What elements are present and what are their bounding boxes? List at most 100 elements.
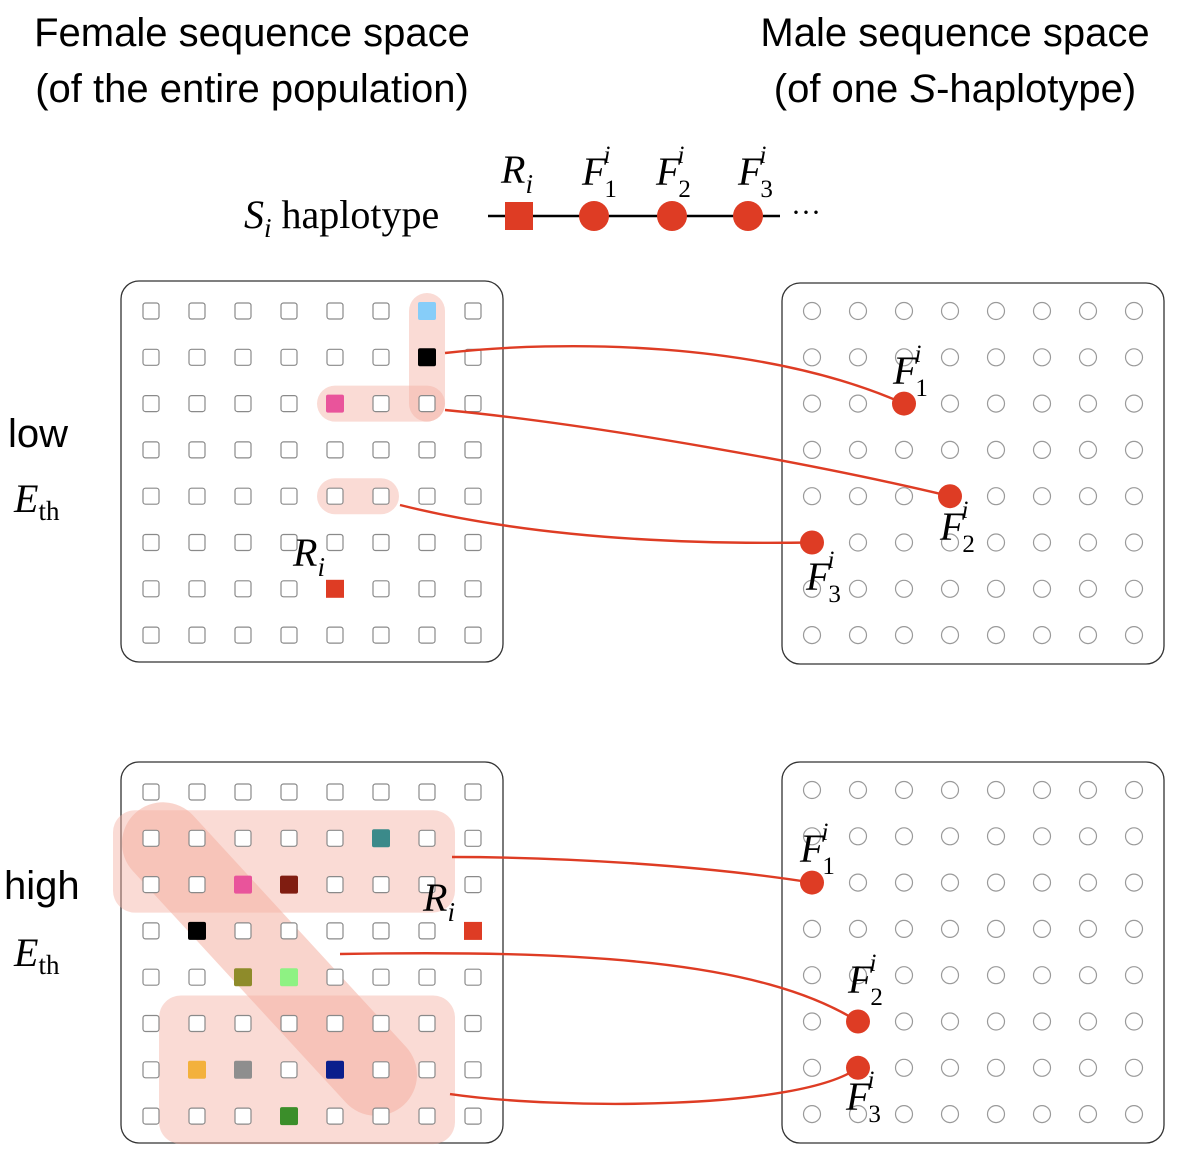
male-cell bbox=[1124, 301, 1144, 321]
title-left-line2: (of the entire population) bbox=[35, 67, 469, 111]
female-cell bbox=[142, 626, 160, 644]
factor-point-low-3 bbox=[800, 530, 824, 555]
female-cell bbox=[234, 580, 252, 598]
female-cell bbox=[326, 533, 344, 552]
female-cell bbox=[142, 875, 160, 894]
colored-sequence-cell bbox=[280, 875, 298, 894]
female-cell bbox=[372, 783, 390, 801]
male-cell bbox=[1032, 1012, 1052, 1031]
female-cell bbox=[464, 783, 482, 801]
male-cell bbox=[986, 1104, 1006, 1124]
male-cell bbox=[940, 1058, 960, 1077]
male-cell bbox=[1032, 394, 1052, 413]
sequence-highlight bbox=[317, 478, 399, 515]
colored-sequence-cell bbox=[418, 348, 436, 367]
male-cell bbox=[802, 625, 822, 645]
male-cell bbox=[1124, 440, 1144, 459]
female-cell bbox=[142, 783, 160, 801]
female-cell bbox=[464, 441, 482, 459]
female-cell bbox=[142, 441, 160, 459]
female-cell bbox=[142, 487, 160, 505]
male-cell bbox=[986, 1012, 1006, 1031]
female-cell bbox=[372, 302, 390, 320]
colored-sequence-cell bbox=[188, 921, 206, 940]
male-cell bbox=[1078, 348, 1098, 367]
male-cell bbox=[986, 394, 1006, 413]
female-cell bbox=[326, 1014, 344, 1033]
female-cell bbox=[280, 1061, 298, 1079]
factor-point-low-2 bbox=[938, 484, 962, 509]
female-cell bbox=[234, 533, 252, 552]
male-cell bbox=[1032, 348, 1052, 367]
male-cell bbox=[1078, 533, 1098, 552]
female-cell bbox=[372, 395, 390, 413]
female-cell bbox=[234, 395, 252, 413]
male-cell bbox=[1078, 827, 1098, 846]
male-cell bbox=[1032, 487, 1052, 506]
male-cell bbox=[1032, 440, 1052, 459]
female-cell bbox=[372, 441, 390, 459]
male-cell bbox=[848, 780, 868, 800]
female-cell bbox=[188, 1107, 206, 1125]
female-cell bbox=[418, 968, 436, 986]
male-cell bbox=[894, 873, 914, 892]
male-cell bbox=[848, 394, 868, 413]
row-label-low-eth: Eth bbox=[13, 476, 60, 526]
male-cell bbox=[894, 780, 914, 800]
female-cell bbox=[464, 626, 482, 644]
female-cell bbox=[418, 533, 436, 552]
female-panel-low bbox=[120, 280, 504, 663]
male-cell bbox=[802, 827, 822, 846]
connection-curve bbox=[399, 503, 813, 545]
female-cell bbox=[418, 441, 436, 459]
male-cell bbox=[894, 1012, 914, 1031]
male-cell bbox=[940, 625, 960, 645]
male-cell bbox=[1078, 301, 1098, 321]
male-cell bbox=[802, 579, 822, 598]
male-cell bbox=[1124, 873, 1144, 892]
colored-sequence-cell bbox=[280, 968, 298, 987]
male-cell bbox=[848, 966, 868, 985]
female-cell bbox=[188, 875, 206, 894]
female-cell bbox=[372, 968, 390, 986]
male-cell bbox=[802, 1104, 822, 1124]
male-cell bbox=[1032, 1104, 1052, 1124]
female-cell bbox=[280, 922, 298, 940]
male-cell bbox=[894, 301, 914, 321]
male-cell bbox=[940, 919, 960, 939]
male-cell bbox=[1078, 780, 1098, 800]
female-cell bbox=[326, 302, 344, 320]
male-cell bbox=[1032, 780, 1052, 800]
female-cell bbox=[418, 922, 436, 940]
female-cell bbox=[234, 441, 252, 459]
female-cell bbox=[234, 302, 252, 320]
female-cell bbox=[464, 533, 482, 552]
male-cell bbox=[940, 873, 960, 892]
legend-r-label: Ri bbox=[500, 147, 533, 199]
female-cell bbox=[418, 1107, 436, 1125]
female-cell bbox=[188, 533, 206, 552]
male-cell bbox=[894, 1104, 914, 1124]
male-cell bbox=[940, 394, 960, 413]
male-cell bbox=[802, 440, 822, 459]
male-cell bbox=[1032, 919, 1052, 939]
male-cell bbox=[894, 966, 914, 985]
male-cell bbox=[1078, 966, 1098, 985]
female-cell bbox=[418, 1014, 436, 1033]
male-cell bbox=[1032, 873, 1052, 892]
female-cell bbox=[464, 875, 482, 894]
connection-curve bbox=[451, 855, 813, 884]
male-cell bbox=[1124, 394, 1144, 413]
female-cell bbox=[234, 626, 252, 644]
colored-sequence-cell bbox=[234, 1060, 252, 1079]
female-cell bbox=[418, 580, 436, 598]
female-cell bbox=[372, 875, 390, 894]
male-cell bbox=[940, 966, 960, 985]
male-cell bbox=[986, 780, 1006, 800]
male-cell bbox=[848, 533, 868, 552]
